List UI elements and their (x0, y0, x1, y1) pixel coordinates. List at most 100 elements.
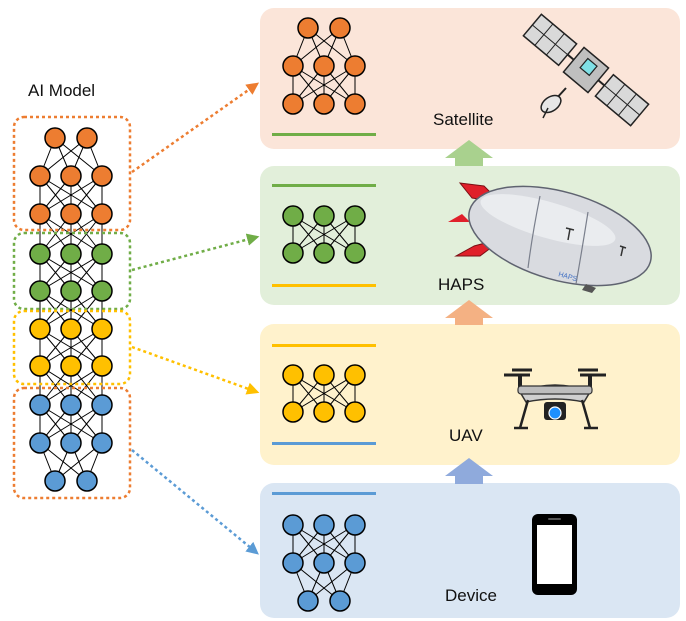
haps-to-satellite-arrow (445, 140, 493, 166)
neuron-node (282, 552, 304, 574)
uav-yellow-bar (272, 344, 376, 347)
satellite-subnetwork (282, 17, 366, 115)
uav-to-haps-arrow (445, 300, 493, 325)
neuron-node (313, 205, 335, 227)
neuron-node (282, 401, 304, 423)
network-edge (39, 365, 103, 406)
satellite-green-bar (272, 133, 376, 136)
neuron-node (91, 243, 113, 265)
neuron-node (344, 55, 366, 77)
neuron-node (297, 590, 319, 612)
neuron-node (329, 590, 351, 612)
drone-icon (504, 368, 606, 430)
satellite-icon (522, 13, 650, 127)
neuron-node (60, 355, 82, 377)
device-subnetwork (282, 514, 366, 612)
neuron-node (282, 364, 304, 386)
neuron-node (91, 280, 113, 302)
airship-icon: HAPS (448, 182, 652, 293)
uav-subnetwork (282, 364, 366, 423)
blue-segment-box (12, 386, 132, 500)
neuron-node (313, 514, 335, 536)
network-edge (39, 404, 103, 444)
device-blue-bar (272, 492, 376, 495)
haps-subnetwork (282, 205, 366, 264)
green-segment-box (12, 231, 132, 311)
neuron-node (344, 242, 366, 264)
neuron-node (313, 364, 335, 386)
network-edge (292, 65, 356, 105)
neuron-node (44, 127, 66, 149)
neuron-node (60, 394, 82, 416)
network-edge (292, 524, 356, 564)
neuron-node (297, 17, 319, 39)
neuron-node (76, 127, 98, 149)
neuron-node (60, 280, 82, 302)
network-edge (39, 328, 103, 367)
haps-yellow-bar (272, 284, 376, 287)
neuron-node (29, 355, 51, 377)
neuron-node (60, 203, 82, 225)
neuron-node (60, 318, 82, 340)
device-to-uav-arrow (445, 458, 493, 484)
neuron-node (60, 165, 82, 187)
green-mapping-arrow (131, 233, 260, 272)
neuron-node (29, 165, 51, 187)
uav-label: UAV (449, 426, 483, 445)
neuron-node (91, 203, 113, 225)
smartphone-icon (532, 514, 577, 595)
satellite-label: Satellite (433, 110, 493, 129)
neuron-node (29, 280, 51, 302)
neuron-node (344, 364, 366, 386)
neuron-node (76, 470, 98, 492)
neuron-node (29, 394, 51, 416)
ai-model-title: AI Model (28, 81, 95, 100)
neuron-node (282, 242, 304, 264)
blue-mapping-arrow (131, 449, 259, 555)
device-label: Device (445, 586, 497, 605)
neuron-node (29, 318, 51, 340)
neuron-node (91, 355, 113, 377)
neuron-node (313, 552, 335, 574)
orange-mapping-arrow (131, 82, 260, 174)
neuron-node (329, 17, 351, 39)
neuron-node (91, 165, 113, 187)
network-edge (39, 175, 103, 215)
neuron-node (91, 432, 113, 454)
neuron-node (44, 470, 66, 492)
neuron-node (29, 203, 51, 225)
neuron-node (344, 552, 366, 574)
neuron-node (313, 242, 335, 264)
neuron-node (313, 55, 335, 77)
full-model-network (29, 127, 113, 492)
uav-blue-bar (272, 442, 376, 445)
neuron-node (313, 401, 335, 423)
neuron-node (29, 432, 51, 454)
neuron-node (313, 93, 335, 115)
neuron-node (282, 205, 304, 227)
network-edge (292, 215, 356, 254)
haps-label: HAPS (438, 275, 484, 294)
haps-green-bar (272, 184, 376, 187)
orange-segment-box (12, 115, 132, 232)
neuron-node (282, 93, 304, 115)
neuron-node (91, 394, 113, 416)
uav-panel (260, 324, 680, 465)
yellow-mapping-arrow (131, 345, 260, 395)
network-edge (39, 290, 103, 330)
neuron-node (282, 55, 304, 77)
network-edge (39, 213, 103, 255)
neuron-node (344, 205, 366, 227)
neuron-node (60, 243, 82, 265)
neuron-node (29, 243, 51, 265)
neuron-node (60, 432, 82, 454)
neuron-node (344, 93, 366, 115)
network-edge (39, 253, 103, 292)
neuron-node (344, 401, 366, 423)
network-edge (292, 374, 356, 413)
neuron-node (282, 514, 304, 536)
neuron-node (344, 514, 366, 536)
neuron-node (91, 318, 113, 340)
yellow-segment-box (12, 309, 132, 386)
